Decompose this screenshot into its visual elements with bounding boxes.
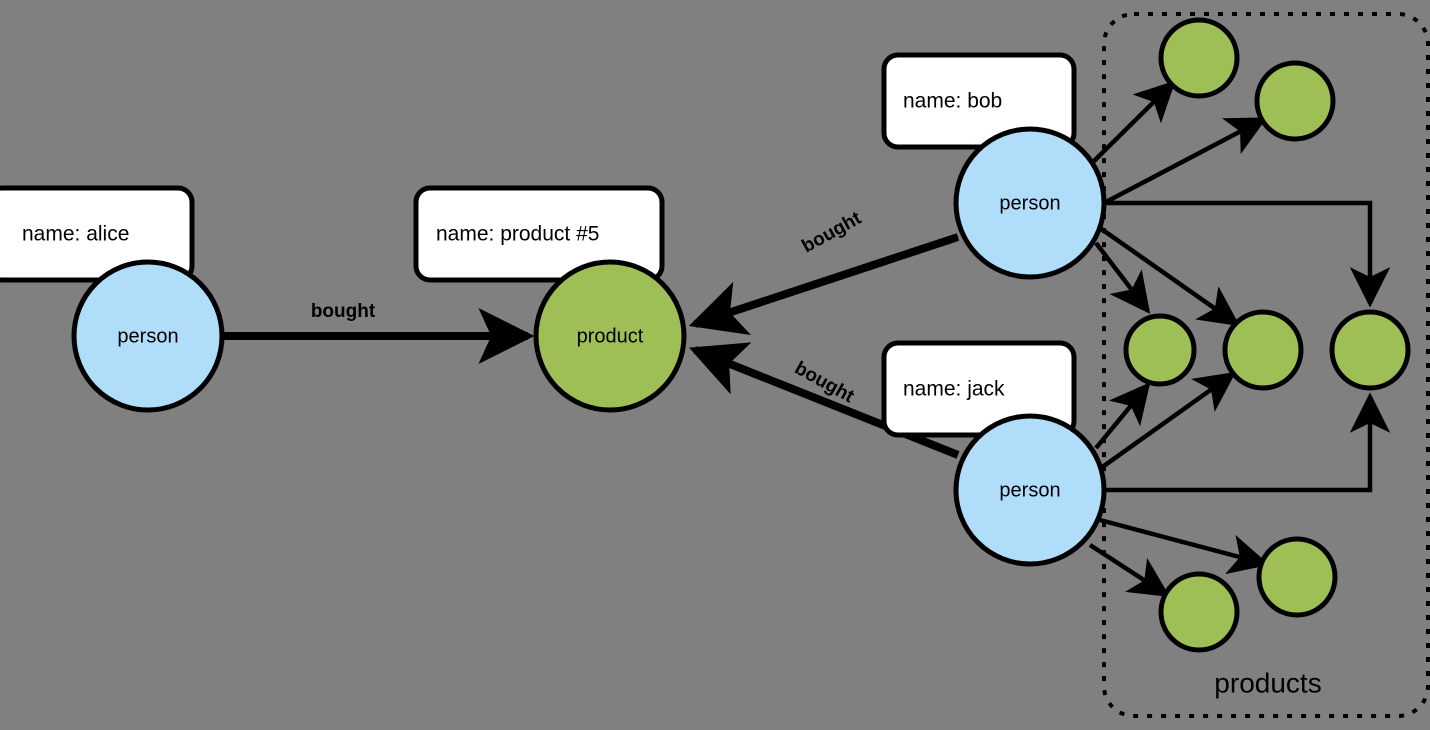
person-node-bob[interactable]	[953, 126, 1107, 280]
product-node-product5[interactable]	[533, 259, 687, 413]
edge-bob-p5	[1104, 200, 1391, 308]
product-node-p7[interactable]	[1158, 571, 1240, 653]
edge-jack-p4	[1099, 371, 1236, 470]
product-node-p1[interactable]	[1158, 17, 1240, 99]
products-group	[1102, 12, 1430, 718]
node-label-jack: person	[999, 479, 1060, 501]
edge-jack-p6	[1099, 517, 1270, 575]
edge-group-jack-products	[1088, 371, 1391, 597]
property-label-product5: name: product #5	[436, 223, 599, 246]
node-label-alice: person	[117, 325, 178, 347]
product-node-p6[interactable]	[1256, 536, 1338, 618]
node-labels: person product person person	[117, 192, 1060, 501]
edge-bob-product	[688, 233, 960, 336]
edge-jack-p5	[1104, 392, 1391, 493]
products-group-label: products	[1214, 667, 1321, 698]
product-node-p5[interactable]	[1329, 309, 1411, 391]
edge-jack-p7	[1088, 543, 1171, 597]
person-node-jack[interactable]	[953, 413, 1107, 567]
property-box-alice	[0, 185, 195, 283]
node-label-product5: product	[577, 325, 644, 347]
edge-label-alice-product: bought	[311, 301, 376, 322]
edge-bob-p1	[1090, 80, 1176, 165]
property-label-bob: name: bob	[903, 90, 1002, 113]
edge-bob-p3	[1094, 241, 1151, 314]
edge-bob-p4	[1098, 226, 1240, 327]
property-box-product5	[413, 185, 665, 283]
product-node-p2[interactable]	[1254, 60, 1336, 142]
main-nodes	[71, 126, 1107, 567]
node-label-bob: person	[999, 192, 1060, 214]
edge-label-bob-product: bought	[799, 207, 866, 257]
small-product-nodes	[1123, 17, 1411, 653]
edge-group-bob-products	[1090, 80, 1391, 327]
edge-bob-p2	[1102, 117, 1268, 205]
product-node-p3[interactable]	[1123, 313, 1197, 387]
property-label-alice: name: alice	[22, 223, 129, 246]
property-boxes	[0, 52, 1077, 438]
property-label-jack: name: jack	[903, 378, 1005, 401]
products-group-border	[1102, 12, 1430, 718]
edge-jack-p3	[1094, 382, 1151, 450]
product-node-p4[interactable]	[1222, 309, 1304, 391]
person-node-alice[interactable]	[71, 259, 225, 413]
property-labels: name: alice name: product #5 name: bob n…	[22, 90, 1005, 401]
